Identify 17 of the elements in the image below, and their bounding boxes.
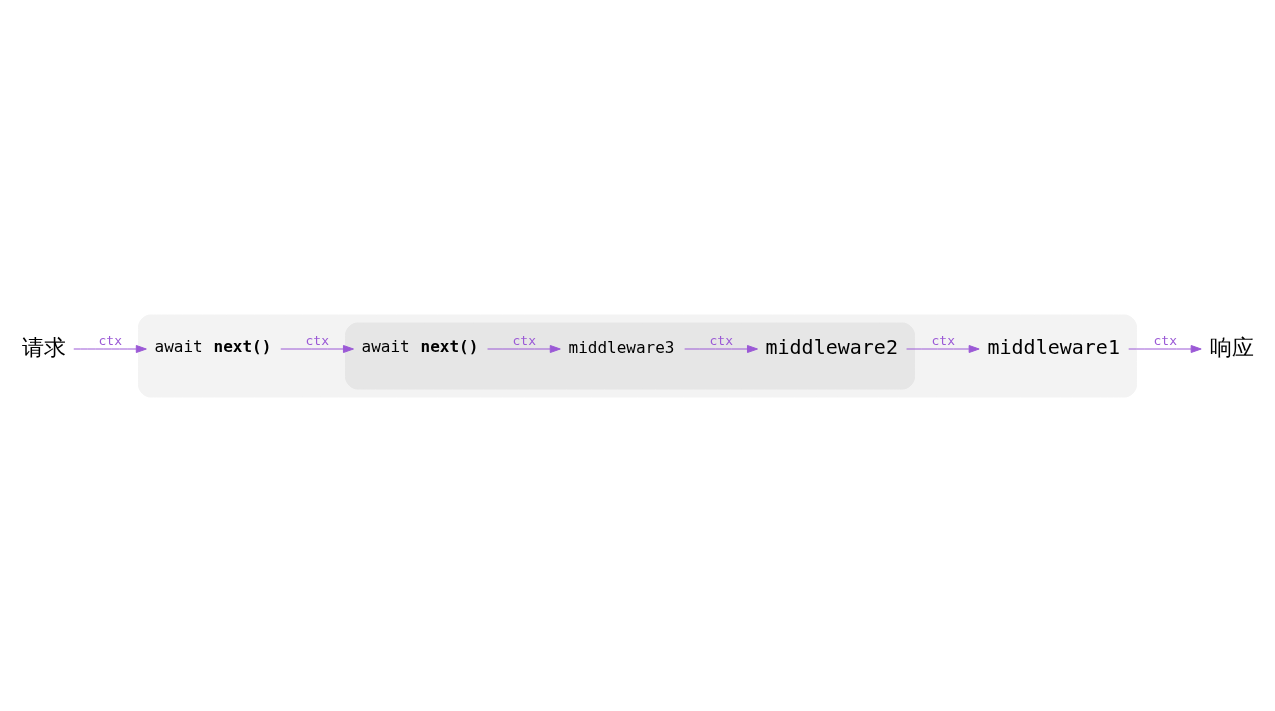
arrow (280, 344, 354, 353)
node-text: 响应 (1209, 334, 1254, 360)
arrow (684, 344, 758, 353)
node-text: await next() (361, 336, 479, 356)
edge-label: ctx (931, 332, 955, 348)
edge-label: ctx (1153, 332, 1177, 348)
edge-label: ctx (512, 332, 536, 348)
edge-label: ctx (98, 332, 122, 348)
node-text: await next() (154, 336, 272, 356)
arrow (487, 344, 561, 353)
arrow (1128, 344, 1202, 353)
arrow (906, 344, 980, 353)
node-text: middleware3 (568, 337, 675, 357)
edge-label: ctx (305, 332, 329, 348)
arrow (73, 344, 147, 353)
node-text: 请求 (21, 334, 66, 360)
edge-label: ctx (709, 332, 733, 348)
